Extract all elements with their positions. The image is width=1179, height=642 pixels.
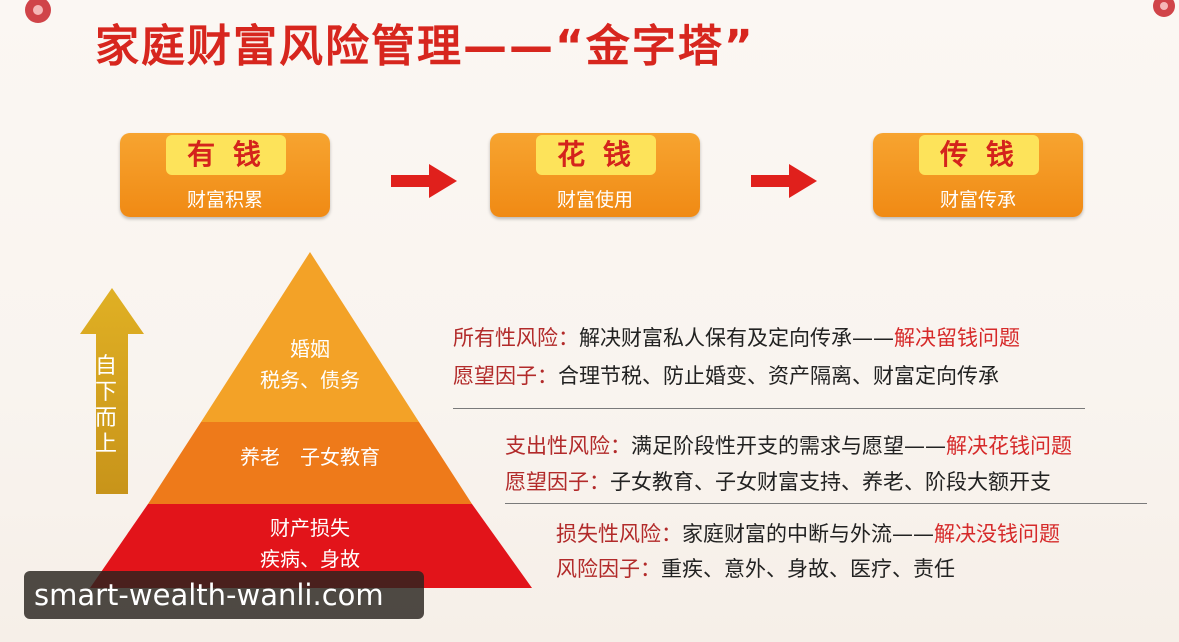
risk-line: 损失性风险：家庭财富的中断与外流——解决没钱问题 bbox=[556, 518, 1060, 548]
watermark: smart-wealth-wanli.com bbox=[24, 571, 424, 619]
factor-label: 愿望因子： bbox=[453, 364, 558, 388]
direction-label: 自下而上 bbox=[94, 354, 117, 457]
stage-label: 花 钱 bbox=[536, 135, 656, 175]
risk-desc: 满足阶段性开支的需求与愿望—— bbox=[631, 434, 946, 458]
tier-line: 婚姻 bbox=[290, 337, 330, 361]
tier-line: 养老 子女教育 bbox=[240, 445, 380, 469]
factor-values: 子女教育、子女财富支持、养老、阶段大额开支 bbox=[610, 470, 1051, 494]
factor-line: 风险因子：重疾、意外、身故、医疗、责任 bbox=[556, 553, 955, 583]
risk-solution: 解决没钱问题 bbox=[934, 522, 1060, 546]
page-title: 家庭财富风险管理——“金字塔” bbox=[95, 21, 755, 72]
stage-pass-money: 传 钱 财富传承 bbox=[873, 133, 1083, 217]
risk-name: 损失性风险： bbox=[556, 522, 682, 546]
divider bbox=[505, 503, 1147, 504]
risk-name: 所有性风险： bbox=[453, 326, 579, 350]
risk-line: 所有性风险：解决财富私人保有及定向传承——解决留钱问题 bbox=[453, 322, 1020, 352]
risk-desc: 解决财富私人保有及定向传承—— bbox=[579, 326, 894, 350]
tier-bottom-text: 财产损失 疾病、身故 bbox=[220, 513, 400, 575]
risk-solution: 解决花钱问题 bbox=[946, 434, 1072, 458]
stage-label: 有 钱 bbox=[166, 135, 286, 175]
up-arrow-icon bbox=[80, 288, 144, 494]
stage-sub: 财富积累 bbox=[186, 189, 263, 211]
flower-decoration-left bbox=[25, 0, 51, 23]
right-arrow-icon bbox=[751, 164, 817, 198]
flower-decoration-right bbox=[1153, 0, 1175, 17]
stage-sub: 财富使用 bbox=[556, 189, 633, 211]
stage-spend-money: 花 钱 财富使用 bbox=[490, 133, 700, 217]
risk-name: 支出性风险： bbox=[505, 434, 631, 458]
stage-label: 传 钱 bbox=[919, 135, 1039, 175]
factor-line: 愿望因子：合理节税、防止婚变、资产隔离、财富定向传承 bbox=[453, 360, 999, 390]
risk-solution: 解决留钱问题 bbox=[894, 326, 1020, 350]
factor-values: 合理节税、防止婚变、资产隔离、财富定向传承 bbox=[558, 364, 999, 388]
tier-line: 疾病、身故 bbox=[260, 547, 360, 571]
pyramid-tier-top bbox=[201, 252, 419, 422]
tier-middle-text: 养老 子女教育 bbox=[200, 442, 420, 473]
tier-line: 税务、债务 bbox=[260, 368, 360, 392]
risk-desc: 家庭财富的中断与外流—— bbox=[682, 522, 934, 546]
factor-label: 愿望因子： bbox=[505, 470, 610, 494]
divider bbox=[453, 408, 1085, 409]
pyramid-tier-bottom bbox=[90, 504, 532, 588]
stage-have-money: 有 钱 财富积累 bbox=[120, 133, 330, 217]
factor-values: 重疾、意外、身故、医疗、责任 bbox=[661, 557, 955, 581]
stage-sub: 财富传承 bbox=[939, 189, 1016, 211]
pyramid bbox=[90, 252, 532, 588]
tier-top-text: 婚姻 税务、债务 bbox=[230, 334, 390, 396]
right-arrow-icon bbox=[391, 164, 457, 198]
factor-label: 风险因子： bbox=[556, 557, 661, 581]
factor-line: 愿望因子：子女教育、子女财富支持、养老、阶段大额开支 bbox=[505, 466, 1051, 496]
pyramid-tier-middle bbox=[148, 422, 472, 504]
tier-line: 财产损失 bbox=[270, 516, 350, 540]
risk-line: 支出性风险：满足阶段性开支的需求与愿望——解决花钱问题 bbox=[505, 430, 1072, 460]
